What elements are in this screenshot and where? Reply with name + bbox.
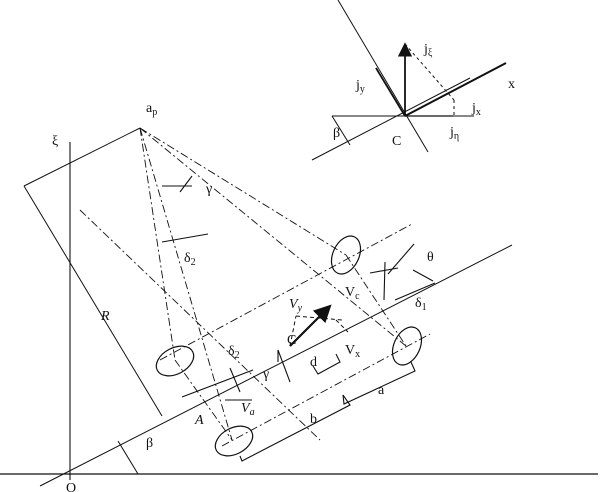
theta-arc (412, 269, 434, 282)
label-Va: Va (241, 401, 255, 418)
label-inset-jeta: jη (449, 125, 459, 142)
label-a: a (378, 383, 385, 398)
inset-jy-vec (375, 67, 406, 117)
label-A: A (194, 413, 204, 428)
radius-line-left (23, 185, 163, 417)
beta-bracket-bottom (117, 440, 139, 475)
wheel-rear-upper (155, 345, 195, 377)
lower-track-line (221, 333, 431, 447)
theta-line (387, 243, 415, 275)
front-tick-a (369, 267, 399, 274)
rear-axle-line (174, 359, 233, 441)
va-bar (181, 369, 254, 398)
label-inset-beta: β (333, 126, 340, 141)
delta2-mid-tick (229, 367, 241, 393)
front-bar (394, 282, 436, 301)
inset-beta-bracket (331, 115, 351, 146)
vector-vx (335, 319, 349, 333)
wheel-front-lower (391, 326, 423, 366)
front-axle-line (345, 254, 407, 347)
angle-marks (161, 175, 436, 401)
label-Vy: Vy (289, 297, 303, 314)
label-xi: ξ (52, 134, 58, 149)
vector-vy (289, 315, 297, 347)
upper-track-line (159, 223, 413, 361)
label-inset-x: x (508, 77, 515, 92)
front-tick-b (383, 261, 386, 301)
label-O: O (66, 481, 76, 492)
wheel-front-upper (330, 235, 362, 275)
inset-diag-line (337, 0, 429, 153)
pivot-to-front-lower (139, 127, 407, 347)
construction-lines (79, 127, 431, 447)
velocity-vectors (289, 304, 349, 347)
label-beta-bottom: β (146, 436, 153, 451)
radius-line-upper (23, 127, 141, 187)
inset-frame (311, 0, 507, 161)
label-Vx: Vx (345, 343, 360, 360)
dimension-d (312, 353, 341, 375)
pivot-to-rear-axle (139, 127, 176, 361)
label-Vc: Vc (345, 285, 360, 302)
dimension-b (239, 394, 351, 462)
label-delta2-mid: δ2 (228, 344, 240, 361)
label-R: R (100, 309, 110, 324)
inset-dash-1 (404, 43, 455, 101)
pivot-lines (23, 127, 513, 487)
gamma-top-tick2 (179, 175, 193, 193)
label-gamma-top: γ (205, 182, 212, 197)
dimensions (239, 353, 416, 462)
vector-vy-head (295, 315, 343, 321)
vector-vc (289, 304, 332, 347)
inset-lower-line (311, 77, 471, 161)
wheel-rear-lower (214, 425, 254, 457)
dimension-a (342, 361, 416, 405)
frame-line-lower (39, 244, 513, 487)
ground-frame (0, 142, 598, 480)
label-delta1: δ1 (415, 296, 427, 313)
pivot-to-rear-wheel (139, 127, 233, 441)
label-C-body: C (287, 333, 296, 348)
label-d: d (310, 355, 317, 370)
delta2-top-bar (161, 233, 209, 243)
diagram-labels: ap ξ γ δ2 R δ2 γ A Va β O b a d C Vy Vc … (52, 42, 515, 492)
label-gamma-mid: γ (262, 367, 269, 382)
label-a-p: ap (146, 101, 157, 118)
label-inset-jy: jy (355, 78, 365, 95)
wheels (155, 235, 423, 457)
gamma-mid-tick (277, 349, 291, 383)
label-inset-jxi: jξ (423, 42, 433, 59)
pivot-to-front-upper (139, 127, 347, 256)
label-theta: θ (427, 250, 434, 265)
label-b: b (310, 412, 317, 427)
label-inset-C: C (392, 134, 401, 149)
radius-dashed (79, 209, 321, 441)
label-inset-jx: jx (471, 101, 481, 118)
label-delta2-top: δ2 (184, 251, 196, 268)
inset-x-axis (404, 62, 507, 117)
